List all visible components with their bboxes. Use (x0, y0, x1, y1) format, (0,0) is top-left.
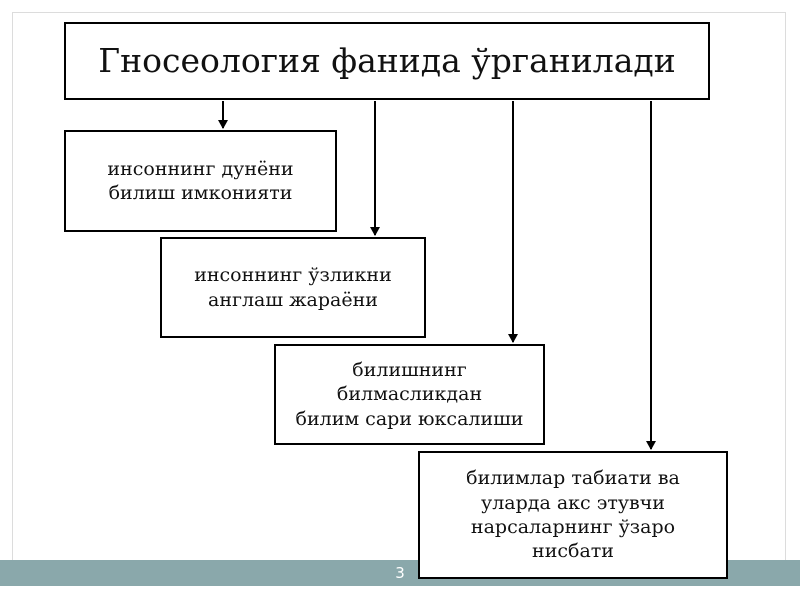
box-knowability: инсоннинг дунёни билиш имконияти (64, 130, 337, 232)
box-line: билишнинг (352, 359, 467, 382)
box-line: уларда акс этувчи (481, 491, 665, 514)
box-line: билиш имконияти (108, 182, 293, 204)
diagram-title: Гносеология фанида ўрганилади (98, 40, 676, 80)
box-knowledge-nature: билимлар табиати ва уларда акс этувчи на… (418, 451, 728, 579)
box-line: билим сари юксалиши (295, 407, 524, 430)
page-number: 3 (395, 564, 405, 582)
box-line: билмасликдан (336, 383, 483, 406)
box-line: инсоннинг ўзликни (194, 264, 392, 287)
box-line: билимлар табиати ва (466, 467, 680, 490)
box-self-awareness: инсоннинг ўзликни англаш жараёни (160, 237, 426, 338)
title-box: Гносеология фанида ўрганилади (64, 22, 710, 100)
box-cognition-growth: билишнинг билмасликдан билим сари юксали… (274, 344, 545, 445)
box-line: нисбати (532, 540, 614, 563)
box-line: нарсаларнинг ўзаро (470, 516, 676, 538)
box-line: инсоннинг дунёни (107, 157, 294, 180)
box-line: англаш жараёни (208, 288, 378, 311)
